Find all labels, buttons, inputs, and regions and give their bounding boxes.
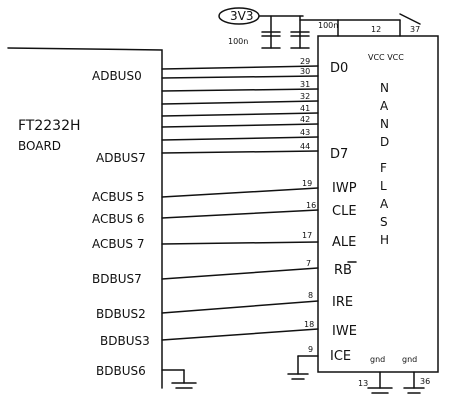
nand-letter-1: A bbox=[380, 99, 389, 113]
nand-letter-6: A bbox=[380, 197, 389, 211]
nand-flash-outline bbox=[317, 35, 439, 373]
pin-label-acbus7: ACBUS 7 bbox=[92, 237, 144, 251]
pin-label-bdbus7: BDBUS7 bbox=[92, 272, 142, 286]
sig-ice: ICE bbox=[330, 349, 351, 364]
sig-cle: CLE bbox=[332, 204, 357, 219]
nand-letter-8: H bbox=[380, 233, 389, 247]
pin-iwp: 19 bbox=[302, 179, 312, 188]
top-pin-left: 12 bbox=[371, 25, 381, 34]
pin-label-bdbus6: BDBUS6 bbox=[96, 364, 146, 378]
sig-rb: RB bbox=[334, 263, 352, 278]
vcc-label: VCC VCC bbox=[368, 53, 404, 62]
pin-label-adbus7: ADBUS7 bbox=[96, 151, 146, 165]
pin-iwe: 18 bbox=[304, 320, 314, 329]
nand-letter-3: D bbox=[380, 135, 389, 149]
nand-letter-0: N bbox=[380, 81, 389, 95]
pin-label-acbus5: ACBUS 5 bbox=[92, 190, 144, 204]
pin-label-acbus6: ACBUS 6 bbox=[92, 212, 144, 226]
ft2232h-board-outline bbox=[7, 47, 163, 389]
pin-label-bdbus2: BDBUS2 bbox=[96, 307, 146, 321]
board-name-line1: FT2232H bbox=[18, 118, 81, 134]
pin-label-bdbus3: BDBUS3 bbox=[100, 334, 150, 348]
board-name-line2: BOARD bbox=[18, 139, 61, 153]
supply-label: 3V3 bbox=[230, 9, 253, 23]
pin-label-adbus0: ADBUS0 bbox=[92, 69, 142, 83]
pin-ire: 8 bbox=[308, 291, 313, 300]
pin-cle: 16 bbox=[306, 201, 316, 210]
pin-ale: 17 bbox=[302, 231, 312, 240]
pin-rb: 7 bbox=[306, 259, 311, 268]
top-pin-right: 37 bbox=[410, 25, 420, 34]
data-pin-6: 43 bbox=[300, 128, 310, 137]
sig-ale: ALE bbox=[332, 235, 356, 250]
gnd-pin-1: 13 bbox=[358, 379, 368, 388]
sig-ire: IRE bbox=[332, 295, 353, 310]
data-pin-0: 29 bbox=[300, 57, 310, 66]
pin-ice: 9 bbox=[308, 345, 313, 354]
nand-letter-2: N bbox=[380, 117, 389, 131]
data-pin-1: 30 bbox=[300, 67, 310, 76]
data-pin-7: 44 bbox=[300, 142, 310, 151]
data-pin-4: 41 bbox=[300, 104, 310, 113]
sig-iwe: IWE bbox=[332, 324, 357, 339]
capacitor-left bbox=[261, 31, 281, 49]
data-pin-2: 31 bbox=[300, 80, 310, 89]
gnd-pin-2: 36 bbox=[420, 377, 430, 386]
gnd-label-1: gnd bbox=[370, 355, 385, 364]
gnd-label-2: gnd bbox=[402, 355, 417, 364]
data-pin-3: 32 bbox=[300, 92, 310, 101]
cap-right-label: 100n bbox=[318, 21, 338, 30]
data-first-label: D0 bbox=[330, 61, 348, 76]
nand-letter-5: L bbox=[380, 179, 387, 193]
capacitor-right bbox=[290, 31, 310, 49]
data-pin-5: 42 bbox=[300, 115, 310, 124]
cap-left-label: 100n bbox=[228, 37, 248, 46]
nand-letter-7: S bbox=[380, 215, 388, 229]
nand-letter-4: F bbox=[380, 161, 387, 175]
sig-iwp: IWP bbox=[332, 181, 357, 196]
data-last-label: D7 bbox=[330, 147, 348, 162]
